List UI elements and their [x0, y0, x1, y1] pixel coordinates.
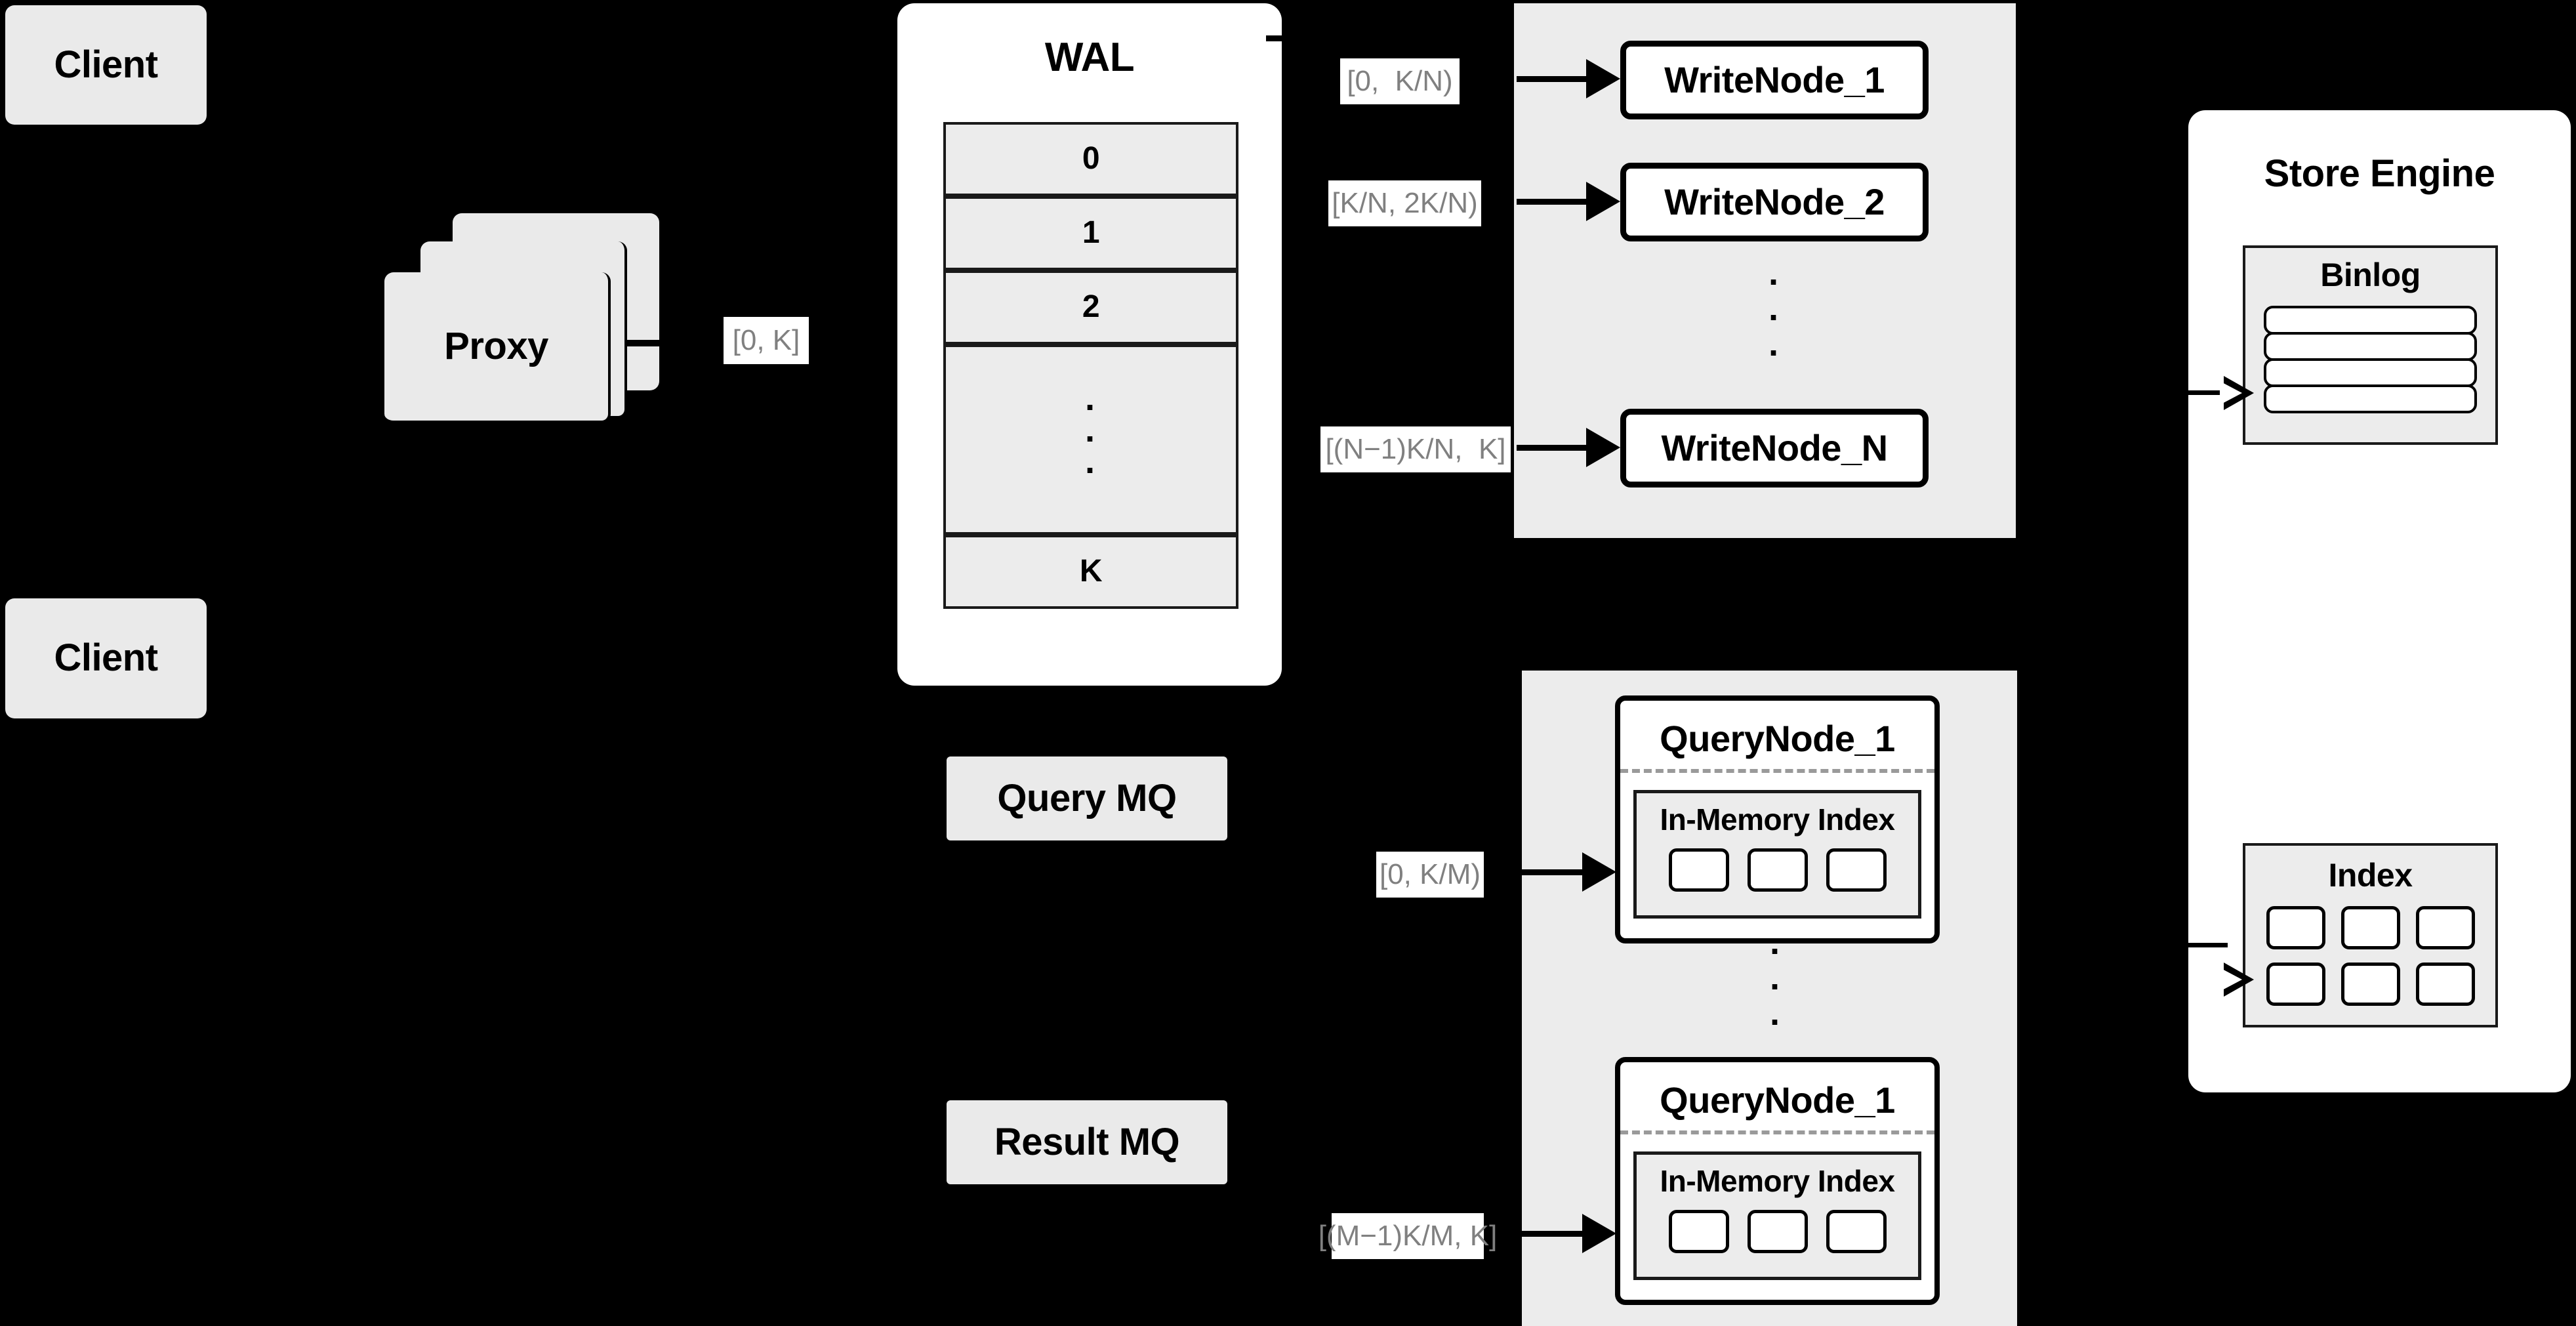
index-chip-row-1 [2245, 906, 2495, 949]
write-node-n-arrow-line [1517, 445, 1608, 451]
query-node-1-inmemory-index: In-Memory Index [1633, 790, 1921, 919]
binlog-row [2264, 332, 2477, 361]
wal-cell-1: 1 [943, 196, 1238, 270]
client-label-2: Client [54, 636, 158, 680]
store-index-chip [2266, 906, 2325, 949]
write-cluster-vertical-dots: ··· [1768, 262, 1780, 373]
wal-cell-1-label: 1 [1082, 215, 1100, 251]
query-node-2-arrow-head [1582, 1214, 1616, 1253]
proxy-card-front[interactable]: Proxy [384, 272, 611, 423]
index-title-wrap: Index [2245, 855, 2495, 896]
write-node-n[interactable]: WriteNode_N [1620, 409, 1929, 487]
write-node-n-arrow-head [1586, 428, 1620, 467]
result-mq-box[interactable]: Result MQ [947, 1100, 1227, 1184]
query-cluster-vertical-dots: ··· [1770, 932, 1782, 1043]
store-index-chip [2341, 963, 2400, 1006]
write-node-2[interactable]: WriteNode_2 [1620, 163, 1929, 241]
proxy-range-tag: [0, K] [724, 317, 809, 364]
wal-vertical-dots: ··· [1085, 388, 1097, 491]
wal-cell-2: 2 [943, 270, 1238, 344]
wal-container: WAL 0 1 2 ··· K [897, 3, 1282, 686]
write-node-1-arrow-head [1586, 59, 1620, 98]
index-chip [1826, 1210, 1887, 1253]
query-node-1-label-wrap: QueryNode_1 [1620, 713, 1934, 765]
query-node-1-chip-row [1637, 848, 1918, 892]
query-mq-box[interactable]: Query MQ [947, 756, 1227, 840]
proxy-range-tag-text: [0, K] [732, 324, 800, 356]
wal-cell-0: 0 [943, 122, 1238, 196]
wal-cell-ellipsis: ··· [943, 344, 1238, 535]
query-node-1-label: QueryNode_1 [1660, 717, 1895, 759]
client-box-2[interactable]: Client [5, 598, 207, 718]
wal-cell-2-label: 2 [1082, 289, 1100, 325]
write-node-2-arrow-line [1517, 199, 1608, 205]
proxy-connector-stub [626, 340, 672, 346]
binlog-row [2264, 358, 2477, 387]
query-node-1[interactable]: QueryNode_1 In-Memory Index [1615, 695, 1940, 943]
binlog-row [2264, 384, 2477, 413]
store-index-chip [2415, 906, 2475, 949]
query-node-2-arrow-line [1517, 1231, 1605, 1237]
query-node-1-range-tag: [0, K/M) [1376, 852, 1484, 898]
proxy-label: Proxy [444, 324, 548, 367]
index-title: Index [2328, 856, 2413, 894]
binlog-title: Binlog [2320, 256, 2421, 293]
write-node-2-range-tag: [K/N, 2K/N) [1328, 180, 1481, 226]
index-chip-row-2 [2245, 963, 2495, 1006]
query-node-2-chip-row [1637, 1210, 1918, 1253]
binlog-row [2264, 306, 2477, 335]
index-chip [1668, 1210, 1729, 1253]
binlog-arrow-head [2220, 376, 2254, 410]
binlog-row-stack [2264, 306, 2477, 413]
index-box: Index [2243, 843, 2498, 1027]
query-node-2-index-title: In-Memory Index [1660, 1163, 1895, 1198]
wal-cell-0-label: 0 [1082, 141, 1100, 176]
binlog-arrow-line [2184, 390, 2228, 395]
write-node-n-label: WriteNode_N [1661, 426, 1888, 468]
store-index-chip [2341, 906, 2400, 949]
store-engine-container: Store Engine Binlog Index [2188, 110, 2571, 1092]
query-node-1-arrow-line [1517, 869, 1605, 875]
index-chip [1747, 848, 1808, 892]
client-label-1: Client [54, 43, 158, 86]
write-node-1-arrow-line [1517, 76, 1608, 82]
query-node-2-range-tag: [(M−1)K/M, K] [1319, 1213, 1497, 1259]
wal-cell-k: K [943, 535, 1238, 609]
query-node-2-label-wrap: QueryNode_1 [1620, 1074, 1934, 1127]
client-box-1[interactable]: Client [5, 5, 207, 125]
query-node-2-inmemory-index: In-Memory Index [1633, 1151, 1921, 1280]
index-chip [1747, 1210, 1808, 1253]
store-index-chip [2415, 963, 2475, 1006]
write-node-n-range-tag: [(N−1)K/N, K] [1320, 426, 1511, 472]
index-chip [1826, 848, 1887, 892]
result-mq-label: Result MQ [994, 1120, 1180, 1163]
write-node-1[interactable]: WriteNode_1 [1620, 41, 1929, 119]
index-arrow-head [2220, 963, 2254, 997]
query-node-1-divider [1620, 769, 1934, 773]
query-node-2-divider [1620, 1130, 1934, 1134]
store-index-chip [2266, 963, 2325, 1006]
write-node-2-arrow-head [1586, 182, 1620, 221]
binlog-box: Binlog [2243, 245, 2498, 445]
query-node-1-index-title-wrap: In-Memory Index [1637, 800, 1918, 839]
write-node-1-range-tag: [0, K/N) [1340, 58, 1460, 104]
wal-cell-k-label: K [1079, 554, 1103, 589]
query-node-2[interactable]: QueryNode_1 In-Memory Index [1615, 1057, 1940, 1305]
query-node-1-arrow-head [1582, 852, 1616, 892]
index-arrow-line [2184, 943, 2228, 947]
write-node-1-label: WriteNode_1 [1664, 58, 1885, 100]
binlog-title-wrap: Binlog [2245, 255, 2495, 295]
query-node-2-label: QueryNode_1 [1660, 1079, 1895, 1121]
store-engine-title: Store Engine [2264, 152, 2495, 195]
wal-title: WAL [1044, 35, 1135, 81]
query-mq-label: Query MQ [997, 776, 1177, 819]
query-node-2-index-title-wrap: In-Memory Index [1637, 1161, 1918, 1201]
write-node-2-label: WriteNode_2 [1664, 180, 1885, 222]
query-node-1-index-title: In-Memory Index [1660, 802, 1895, 837]
wal-connector-stub [1266, 35, 1296, 41]
index-chip [1668, 848, 1729, 892]
